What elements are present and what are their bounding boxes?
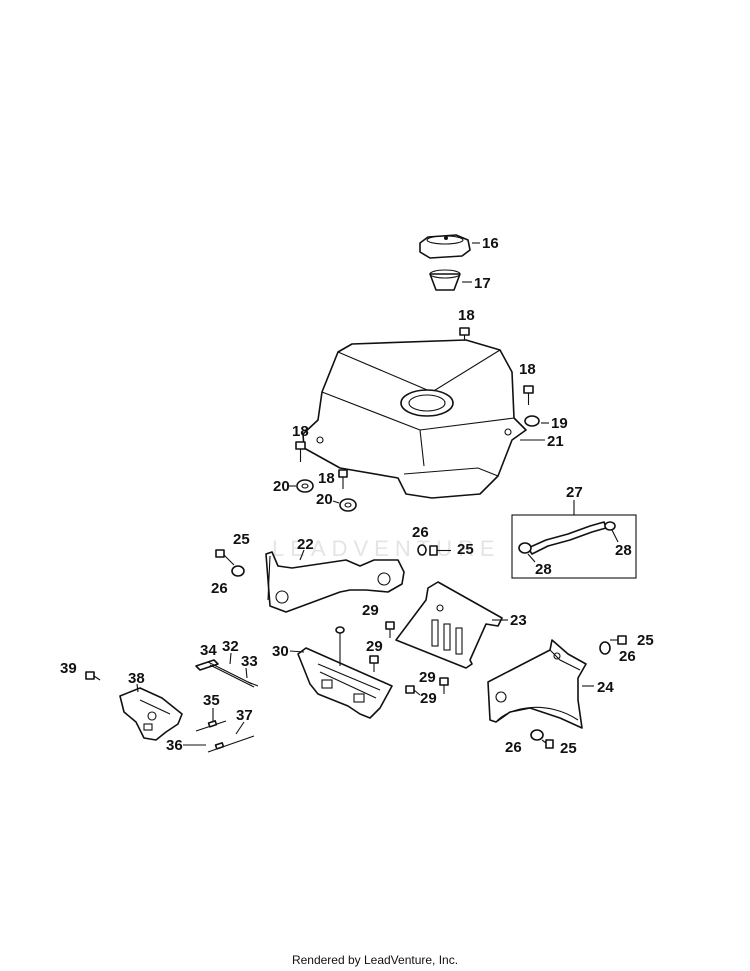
spacer [339, 498, 357, 512]
washer [530, 729, 544, 741]
mounting-bracket [395, 581, 503, 669]
bolt [610, 635, 627, 645]
throttle-lever [195, 659, 259, 688]
callout-25d: 25 [560, 740, 577, 757]
footer-credit: Rendered by LeadVenture, Inc. [291, 953, 459, 967]
fuel-tank [302, 339, 527, 499]
callout-22: 22 [297, 536, 314, 553]
callout-18d: 18 [318, 470, 335, 487]
washer [417, 544, 427, 556]
callout-26b: 26 [211, 580, 228, 597]
callout-38: 38 [128, 670, 145, 687]
bolt [541, 739, 554, 749]
callout-25a: 25 [457, 541, 474, 558]
callout-20a: 20 [273, 478, 290, 495]
callout-29b: 29 [366, 638, 383, 655]
callout-28a: 28 [615, 542, 632, 559]
bolt [405, 685, 421, 696]
callout-17: 17 [474, 275, 491, 292]
watermark: LEADVENTURE [272, 536, 501, 561]
bolt [295, 441, 306, 462]
callout-25b: 25 [233, 531, 250, 548]
callout-16: 16 [482, 235, 499, 252]
callout-37: 37 [236, 707, 253, 724]
callout-29c: 29 [419, 669, 436, 686]
callout-29a: 29 [362, 602, 379, 619]
callout-26c: 26 [619, 648, 636, 665]
bolt [85, 671, 101, 681]
callout-26a: 26 [412, 524, 429, 541]
callout-24: 24 [597, 679, 614, 696]
callout-39: 39 [60, 660, 77, 677]
bolt [429, 545, 451, 556]
fuel-cap [419, 234, 471, 259]
bolt [338, 469, 348, 489]
control-bracket [297, 626, 393, 719]
callout-18a: 18 [458, 307, 475, 324]
callout-18b: 18 [519, 361, 536, 378]
spacer [296, 479, 314, 493]
callout-30: 30 [272, 643, 289, 660]
washer [231, 565, 245, 577]
callout-18c: 18 [292, 423, 309, 440]
control-housing [119, 687, 183, 741]
callout-25c: 25 [637, 632, 654, 649]
callout-29d: 29 [420, 690, 437, 707]
washer [599, 641, 611, 655]
fuel-tank-shroud [487, 639, 587, 729]
callout-27: 27 [566, 484, 583, 501]
callout-19b: 19 [551, 415, 568, 432]
callout-23: 23 [510, 612, 527, 629]
callout-33: 33 [241, 653, 258, 670]
callout-20b: 20 [316, 491, 333, 508]
callout-36: 36 [166, 737, 183, 754]
bolt [215, 549, 235, 566]
pin [195, 720, 227, 732]
callout-26d: 26 [505, 739, 522, 756]
callout-34: 34 [200, 642, 217, 659]
grommet [524, 415, 540, 427]
fuel-strainer [429, 269, 461, 291]
callout-28b: 28 [535, 561, 552, 578]
cable [207, 735, 255, 753]
tank-bracket [265, 551, 405, 613]
bolt [439, 677, 449, 694]
bolt [369, 655, 379, 672]
callout-32: 32 [222, 638, 239, 655]
callout-35: 35 [203, 692, 220, 709]
bolt [523, 385, 534, 405]
callout-21: 21 [547, 433, 564, 450]
bolt [385, 621, 395, 638]
